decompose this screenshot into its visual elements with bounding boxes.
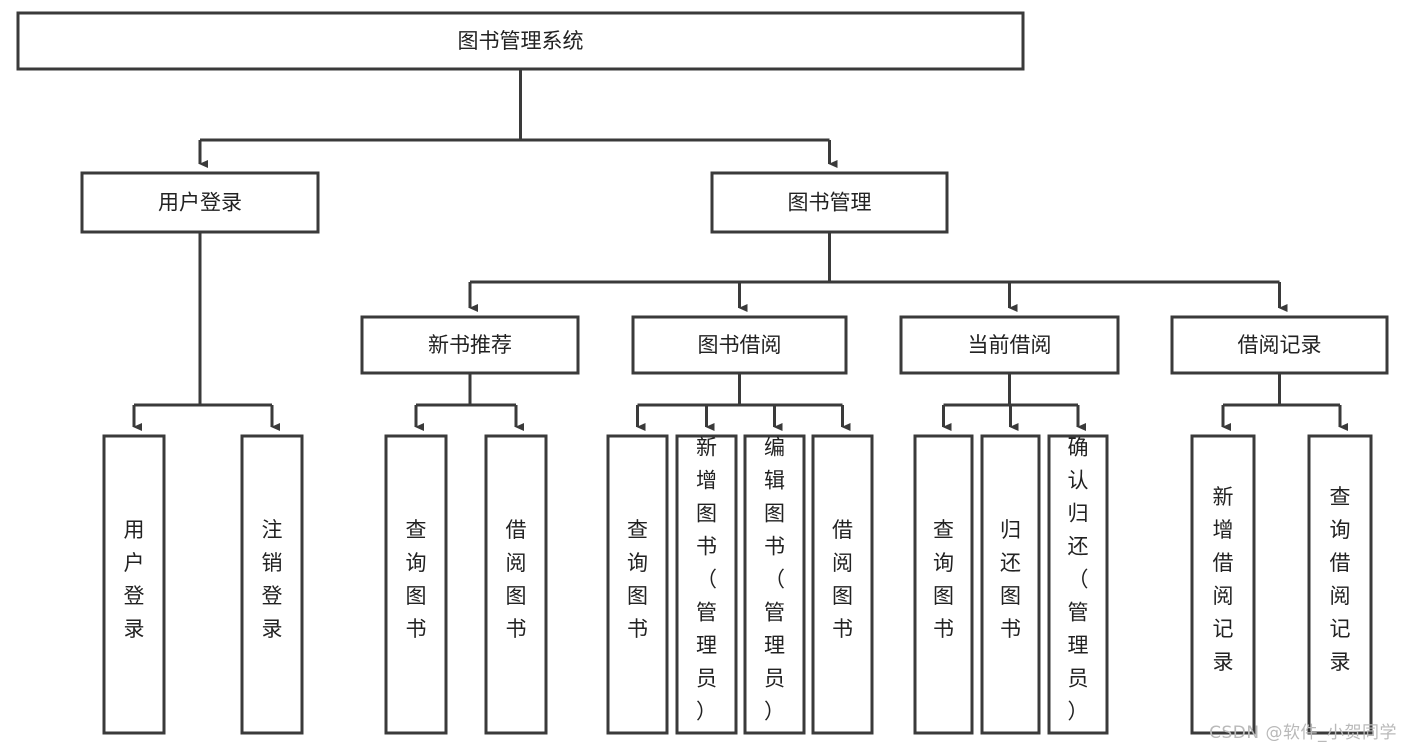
node-l-query-book-3[interactable]: 查询图书 [913,434,974,735]
csdn-watermark: CSDN @软件_小贺同学 [1209,723,1397,743]
node-root[interactable]: 图书管理系统 [16,11,1025,71]
node-box [1190,434,1256,735]
node-label: 新增图书（管理员） [696,436,717,724]
node-box [743,434,806,735]
node-label: 借阅记录 [1238,333,1322,357]
node-box [1307,434,1373,735]
node-l-return-book[interactable]: 归还图书 [980,434,1041,735]
node-l-add-book-admin[interactable]: 新增图书（管理员） [675,434,738,735]
node-box [980,434,1041,735]
node-box [1170,315,1389,375]
node-box [913,434,974,735]
node-box [899,315,1120,375]
node-box [240,434,304,735]
node-box [811,434,874,735]
node-n-book-borrow[interactable]: 图书借阅 [631,315,848,375]
node-l-borrow-book-1[interactable]: 借阅图书 [484,434,548,735]
node-label: 查询借阅记录 [1330,485,1351,674]
node-box [16,11,1025,71]
node-box [360,315,580,375]
node-n-book-manage[interactable]: 图书管理 [710,171,949,234]
node-label: 借阅图书 [506,518,527,641]
node-l-logout-login[interactable]: 注销登录 [240,434,304,735]
node-l-query-book-1[interactable]: 查询图书 [384,434,448,735]
node-box [384,434,448,735]
node-l-confirm-return-admin[interactable]: 确认归还（管理员） [1047,434,1109,735]
node-label: 编辑图书（管理员） [764,436,785,724]
node-label: 借阅图书 [832,518,853,641]
node-box [1047,434,1109,735]
node-layer: 图书管理系统用户登录图书管理新书推荐图书借阅当前借阅借阅记录用户登录注销登录查询… [16,11,1389,735]
node-label: 注销登录 [262,518,283,641]
node-l-edit-book-admin[interactable]: 编辑图书（管理员） [743,434,806,735]
node-n-current-borrow[interactable]: 当前借阅 [899,315,1120,375]
node-n-user-login[interactable]: 用户登录 [80,171,320,234]
node-label: 查询图书 [406,518,427,641]
node-label: 查询图书 [627,518,648,641]
node-n-new-book-rec[interactable]: 新书推荐 [360,315,580,375]
node-label: 当前借阅 [968,333,1052,357]
node-box [80,171,320,234]
node-l-borrow-book-2[interactable]: 借阅图书 [811,434,874,735]
node-n-borrow-record[interactable]: 借阅记录 [1170,315,1389,375]
node-box [675,434,738,735]
node-box [631,315,848,375]
node-box [606,434,669,735]
connector-layer [132,69,1348,431]
node-label: 用户登录 [124,518,145,641]
node-l-user-login[interactable]: 用户登录 [102,434,166,735]
node-label: 确认归还（管理员） [1068,436,1089,724]
node-box [710,171,949,234]
node-l-query-book-2[interactable]: 查询图书 [606,434,669,735]
node-label: 图书管理 [788,191,872,215]
node-label: 用户登录 [158,191,242,215]
node-label: 新增借阅记录 [1213,485,1234,674]
node-box [102,434,166,735]
node-l-add-borrow-record[interactable]: 新增借阅记录 [1190,434,1256,735]
node-box [484,434,548,735]
node-l-query-borrow-record[interactable]: 查询借阅记录 [1307,434,1373,735]
node-label: 查询图书 [933,518,954,641]
node-label: 归还图书 [1000,518,1021,641]
node-label: 图书管理系统 [458,29,584,53]
node-label: 新书推荐 [428,333,512,357]
node-label: 图书借阅 [698,333,782,357]
